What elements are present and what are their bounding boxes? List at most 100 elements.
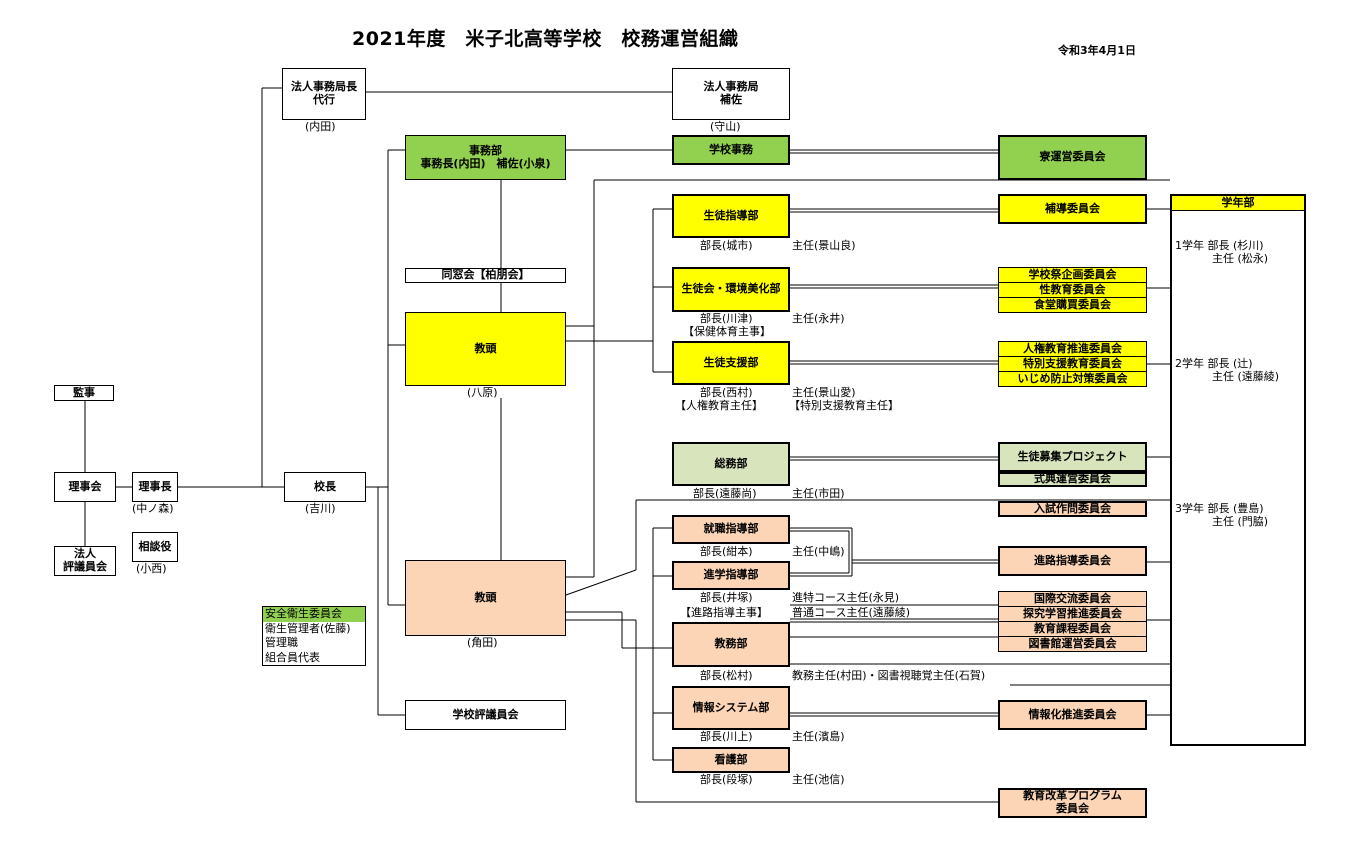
sodan-label: 相談役 (138, 539, 172, 553)
kango-label: 看護部 (714, 752, 748, 766)
student-committee-group: 学校祭企画委員会 性教育委員会 食堂購買委員会 (998, 267, 1147, 313)
rijicho-name: (中ノ森) (132, 502, 174, 515)
seitokai-sub: 【保健体育主事】 (683, 325, 771, 338)
shingaku-label: 進学指導部 (703, 568, 759, 582)
joho-shunin: 主任(濱島) (792, 730, 845, 743)
seito-shido-shunin: 主任(景山良) (792, 239, 856, 252)
hosa-box: 法人事務局 補佐 (672, 68, 790, 120)
kocho-name: (吉川) (305, 502, 336, 515)
grade3-bucho: 3学年 部長 (豊島) (1175, 502, 1264, 515)
kocho-label: 校長 (314, 479, 336, 493)
hyogiin-label: 法人 評議員会 (63, 547, 107, 573)
shien-label: 生徒支援部 (703, 355, 759, 369)
shinro-label: 進路指導委員会 (1034, 553, 1111, 567)
legend-item: 安全衛生委員会 (263, 607, 365, 622)
boshu-project: 生徒募集プロジェクト (998, 442, 1147, 472)
joho-box: 情報システム部 (672, 686, 790, 730)
legend-item: 管理職 (265, 636, 298, 649)
grade2-bucho: 2学年 部長 (辻) (1175, 357, 1253, 370)
kyoto2-name: (角田) (467, 636, 498, 649)
gakko-jimu-label: 学校事務 (709, 142, 753, 156)
seito-shido-box: 生徒指導部 (672, 194, 790, 238)
somu-shunin: 主任(市田) (792, 487, 845, 500)
joho-label: 情報システム部 (692, 700, 770, 714)
academic-committee-group: 国際交流委員会 探究学習推進委員会 教育課程委員会 図書館運営委員会 (998, 591, 1147, 652)
sodan-box: 相談役 (132, 532, 178, 562)
jimukyokucho-box: 法人事務局長 代行 (282, 68, 366, 120)
boshu-label: 生徒募集プロジェクト (1017, 449, 1128, 463)
rijicho-label: 理事長 (138, 479, 172, 493)
kyomu-box: 教務部 (672, 622, 790, 667)
hyogiinkai-label: 学校評議員会 (452, 707, 519, 721)
grade2-shunin: 主任 (遠藤綾) (1212, 370, 1280, 383)
seitokai-shunin: 主任(永井) (792, 312, 845, 325)
kyoto1-name: (八原) (467, 386, 498, 399)
shien-shunin: 主任(景山愛) (792, 386, 856, 399)
committee-item: 特別支援教育委員会 (999, 357, 1146, 372)
shien-sub1: 【人権教育主任】 (675, 399, 763, 412)
hosa-name: (守山) (710, 120, 741, 133)
gakko-jimu-box: 学校事務 (672, 135, 790, 165)
kyomu-bucho: 部長(松村) (700, 669, 753, 682)
kyoto2-box: 教頭 (405, 560, 566, 636)
dousoukai-label: 同窓会【柏朋会】 (441, 268, 530, 282)
seito-shido-bucho: 部長(城市) (700, 239, 753, 252)
committee-item: 人権教育推進委員会 (999, 342, 1146, 357)
shikiten-committee: 式典運営委員会 (998, 472, 1147, 487)
seitokai-bucho: 部長(川津) (700, 312, 753, 325)
safety-committee-legend: 安全衛生委員会 衛生管理者(佐藤) 管理職 組合員代表 (262, 606, 366, 666)
shien-box: 生徒支援部 (672, 341, 790, 385)
seitokai-label: 生徒会・環境美化部 (681, 282, 781, 296)
chart-title: 2021年度 米子北高等学校 校務運営組織 (352, 28, 739, 50)
ryo-committee: 寮運営委員会 (998, 135, 1147, 180)
hosa-label: 法人事務局 補佐 (703, 80, 759, 106)
kango-shunin: 主任(池信) (792, 773, 845, 786)
somu-label: 総務部 (714, 456, 748, 470)
committee-item: 図書館運営委員会 (1028, 637, 1117, 650)
somu-bucho: 部長(遠藤尚) (693, 487, 757, 500)
kanji-box: 監事 (54, 385, 114, 401)
shien-sub2: 【特別支援教育主任】 (789, 399, 899, 412)
kyoto1-label: 教頭 (474, 341, 497, 355)
shushoku-shunin: 主任(中嶋) (792, 545, 845, 558)
grade-dept-header: 学年部 (1172, 196, 1304, 211)
rijikai-label: 理事会 (68, 479, 102, 493)
shingaku-shunin2: 普通コース主任(遠藤綾) (792, 606, 911, 619)
nyushi-label: 入試作問委員会 (1034, 501, 1111, 515)
shinro-committee: 進路指導委員会 (998, 546, 1147, 576)
jimubu-label: 事務部 事務長(内田) 補佐(小泉) (420, 143, 551, 170)
jimukyokucho-name: (内田) (305, 120, 336, 133)
shingaku-bucho: 部長(井塚) (700, 591, 753, 604)
shingaku-shunin1: 進特コース主任(永見) (792, 591, 900, 604)
committee-item: 教育課程委員会 (999, 622, 1146, 637)
seitokai-box: 生徒会・環境美化部 (672, 267, 790, 312)
shingaku-sub: 【進路指導主事】 (680, 606, 768, 619)
johoka-label: 情報化推進委員会 (1028, 707, 1117, 721)
committee-item: 性教育委員会 (999, 283, 1146, 298)
shushoku-bucho: 部長(紺本) (700, 545, 753, 558)
grade-dept-box: 学年部 (1170, 194, 1306, 746)
legend-item: 衛生管理者(佐藤) (265, 621, 351, 635)
jimubu-box: 事務部 事務長(内田) 補佐(小泉) (405, 135, 566, 180)
kyomu-label: 教務部 (714, 637, 748, 651)
legend-item: 組合員代表 (265, 650, 320, 664)
kyoto2-label: 教頭 (474, 590, 497, 604)
shushoku-box: 就職指導部 (672, 515, 790, 544)
kocho-box: 校長 (284, 472, 366, 502)
sodan-name: (小西) (136, 562, 167, 575)
kaikaku-label: 教育改革プログラム 委員会 (1023, 789, 1122, 815)
kyoto1-box: 教頭 (405, 312, 566, 386)
committee-item: 国際交流委員会 (999, 592, 1146, 607)
ryo-label: 寮運営委員会 (1039, 150, 1106, 164)
grade3-shunin: 主任 (門脇) (1212, 515, 1269, 528)
grade1-shunin: 主任 (松永) (1212, 252, 1269, 265)
shingaku-box: 進学指導部 (672, 561, 790, 590)
hyogiin-box: 法人 評議員会 (54, 546, 116, 576)
hodo-committee: 補導委員会 (998, 194, 1147, 224)
joho-bucho: 部長(川上) (700, 730, 753, 743)
shikiten-label: 式典運営委員会 (1034, 472, 1111, 486)
support-committee-group: 人権教育推進委員会 特別支援教育委員会 いじめ防止対策委員会 (998, 341, 1147, 387)
kyomu-shunin: 教務主任(村田)・図書視聴覚主任(石賀) (792, 669, 986, 682)
